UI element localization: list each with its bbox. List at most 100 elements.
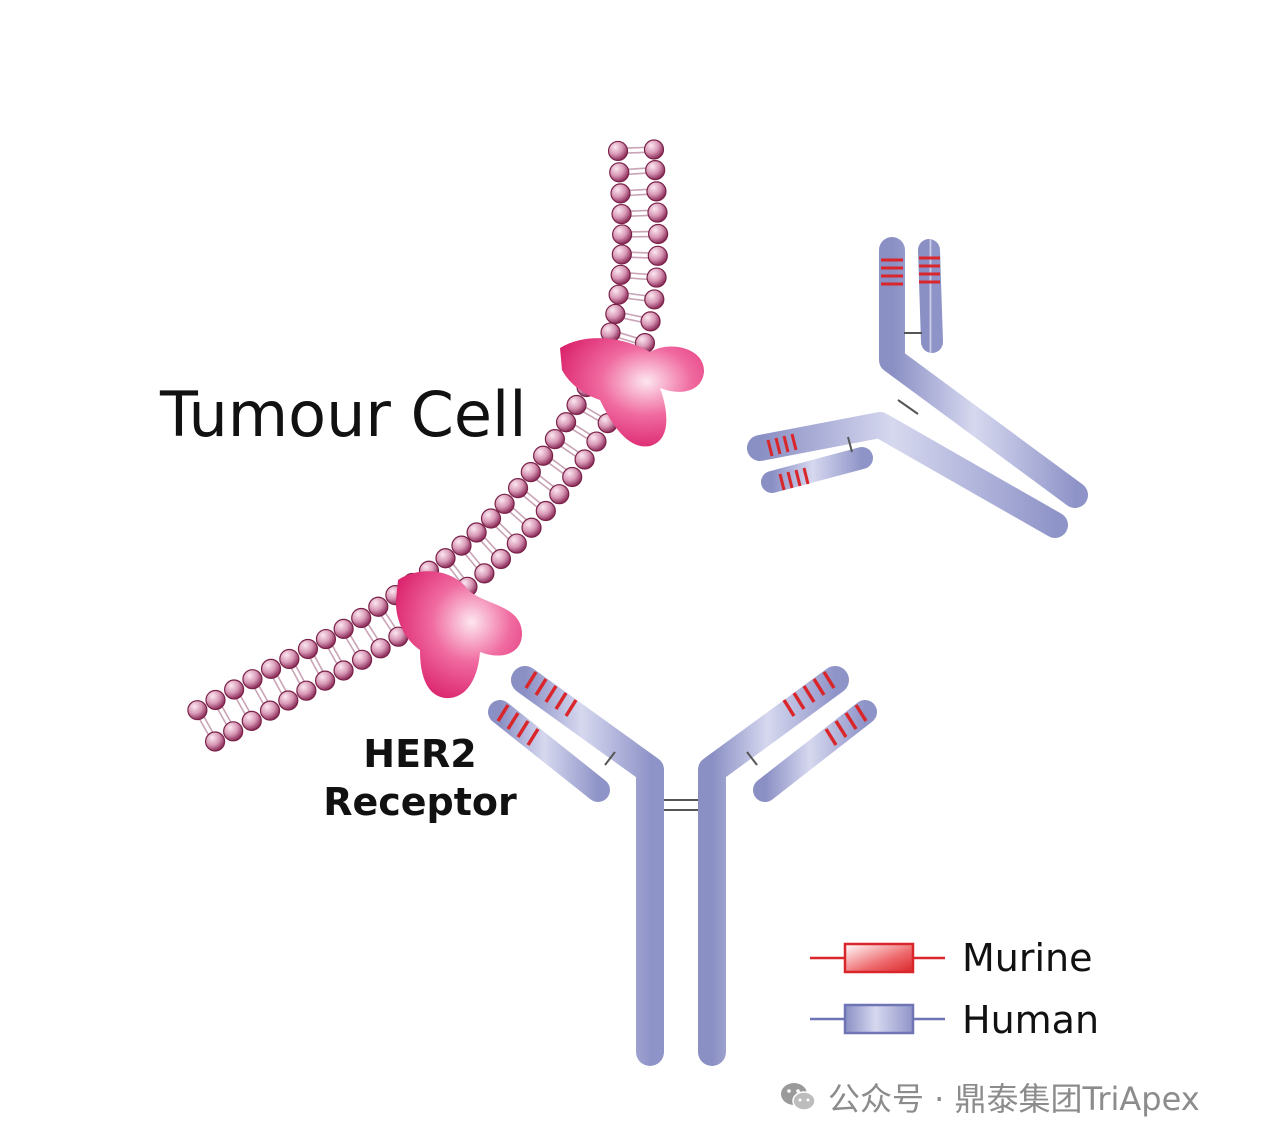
lipid-tail [627,292,646,297]
lipid-head [612,224,633,245]
lipid-tail [629,277,648,281]
lipid-tail [571,428,588,440]
lipid-head [533,445,554,466]
watermark-text: 公众号 · 鼎泰集团TriApex [828,1080,1200,1118]
lipid-tail [327,647,338,665]
antibody-upper-right [747,237,1088,538]
lipid-head [647,245,668,266]
lipid-head [611,244,632,265]
lipid-tail [630,256,649,259]
lipid-tail [253,687,265,705]
lipid-tail [367,623,379,640]
lipid-tail [626,146,645,149]
watermark: 公众号 · 鼎泰集团TriApex [778,1074,1200,1120]
lipid-head [490,548,512,570]
lipid-tail [217,708,228,726]
lipid-tail [548,462,564,475]
lipid-head [555,412,577,433]
legend-human-symbol [810,1003,945,1035]
lipid-head [451,535,472,556]
lipid-tail [331,645,343,662]
lipid-tail [221,706,232,723]
lipid-head [494,493,515,514]
lipid-tail [203,716,214,733]
lipid-head [370,638,391,659]
lipid-tail [535,478,552,492]
legend-murine-label: Murine [962,936,1093,980]
lipid-head [507,478,529,499]
lipid-head [480,508,502,529]
lipid-tail [560,445,577,458]
lipid-head [646,267,667,288]
lipid-head [520,462,541,483]
her2-receptor-label: HER2 Receptor [300,730,540,826]
lipid-head [535,500,556,522]
lipid-tail [276,675,287,692]
lipid-tail [464,553,478,569]
lipid-tail [309,657,320,675]
lipid-head [643,139,665,160]
lipid-head [586,431,607,452]
lipid-head [544,429,566,450]
lipid-tail [384,612,397,629]
lipid-head [562,466,583,488]
lipid-head [640,311,661,332]
lipid-head [644,289,665,310]
tumour-cell-label: Tumour Cell [160,378,527,451]
lipid-head [608,284,629,305]
lipid-tail [630,251,649,254]
lipid-tail [522,495,538,508]
lipid-tail [498,522,513,537]
lipid-tail [480,540,494,555]
lipid-head [435,548,456,569]
lipid-tail [345,637,357,654]
lipid-head [609,162,630,183]
lipid-head [224,679,245,700]
lipid-head [646,181,667,202]
lipid-tail [623,317,642,323]
lipid-tail [585,406,602,418]
lipid-head [187,700,208,721]
lipid-head [610,183,631,204]
lipid-tail [629,193,648,197]
lipid-head [466,522,487,543]
lipid-head [297,638,319,660]
lipid-tail [235,698,246,715]
her2-receptor-lower [395,571,523,699]
lipid-tail [198,718,210,736]
lipid-head [278,690,299,711]
lipid-head [333,618,354,639]
lipid-head [607,140,629,162]
legend-murine-symbol [810,942,945,974]
lipid-tail [574,424,591,436]
lipid-tail [290,667,301,685]
lipid-head [474,563,495,584]
lipid-head [296,680,317,701]
lipid-head [605,303,626,325]
lipid-tail [448,566,461,582]
lipid-tail [629,272,648,276]
lipid-tail [538,475,555,488]
lipid-tail [630,214,649,217]
lipid-head [205,689,226,711]
lipid-head [315,628,337,650]
lipid-tail [627,151,646,154]
lipid-head [574,449,595,470]
lipid-tail [624,312,643,318]
lipid-head [351,607,372,629]
lipid-head [314,670,336,691]
lipid-tail [258,685,269,702]
lipid-tail [563,441,580,453]
lipid-head [260,658,282,679]
lipid-head [610,264,631,285]
lipid-head [204,731,226,752]
legend-human-label: Human [962,998,1100,1042]
lipid-tail [629,188,648,192]
lipid-tail [512,507,527,521]
lipid-tail [349,634,361,652]
lipid-tail [495,525,510,540]
lipid-tail [380,615,392,632]
lipid-head [368,596,389,617]
lipid-head [242,669,263,690]
